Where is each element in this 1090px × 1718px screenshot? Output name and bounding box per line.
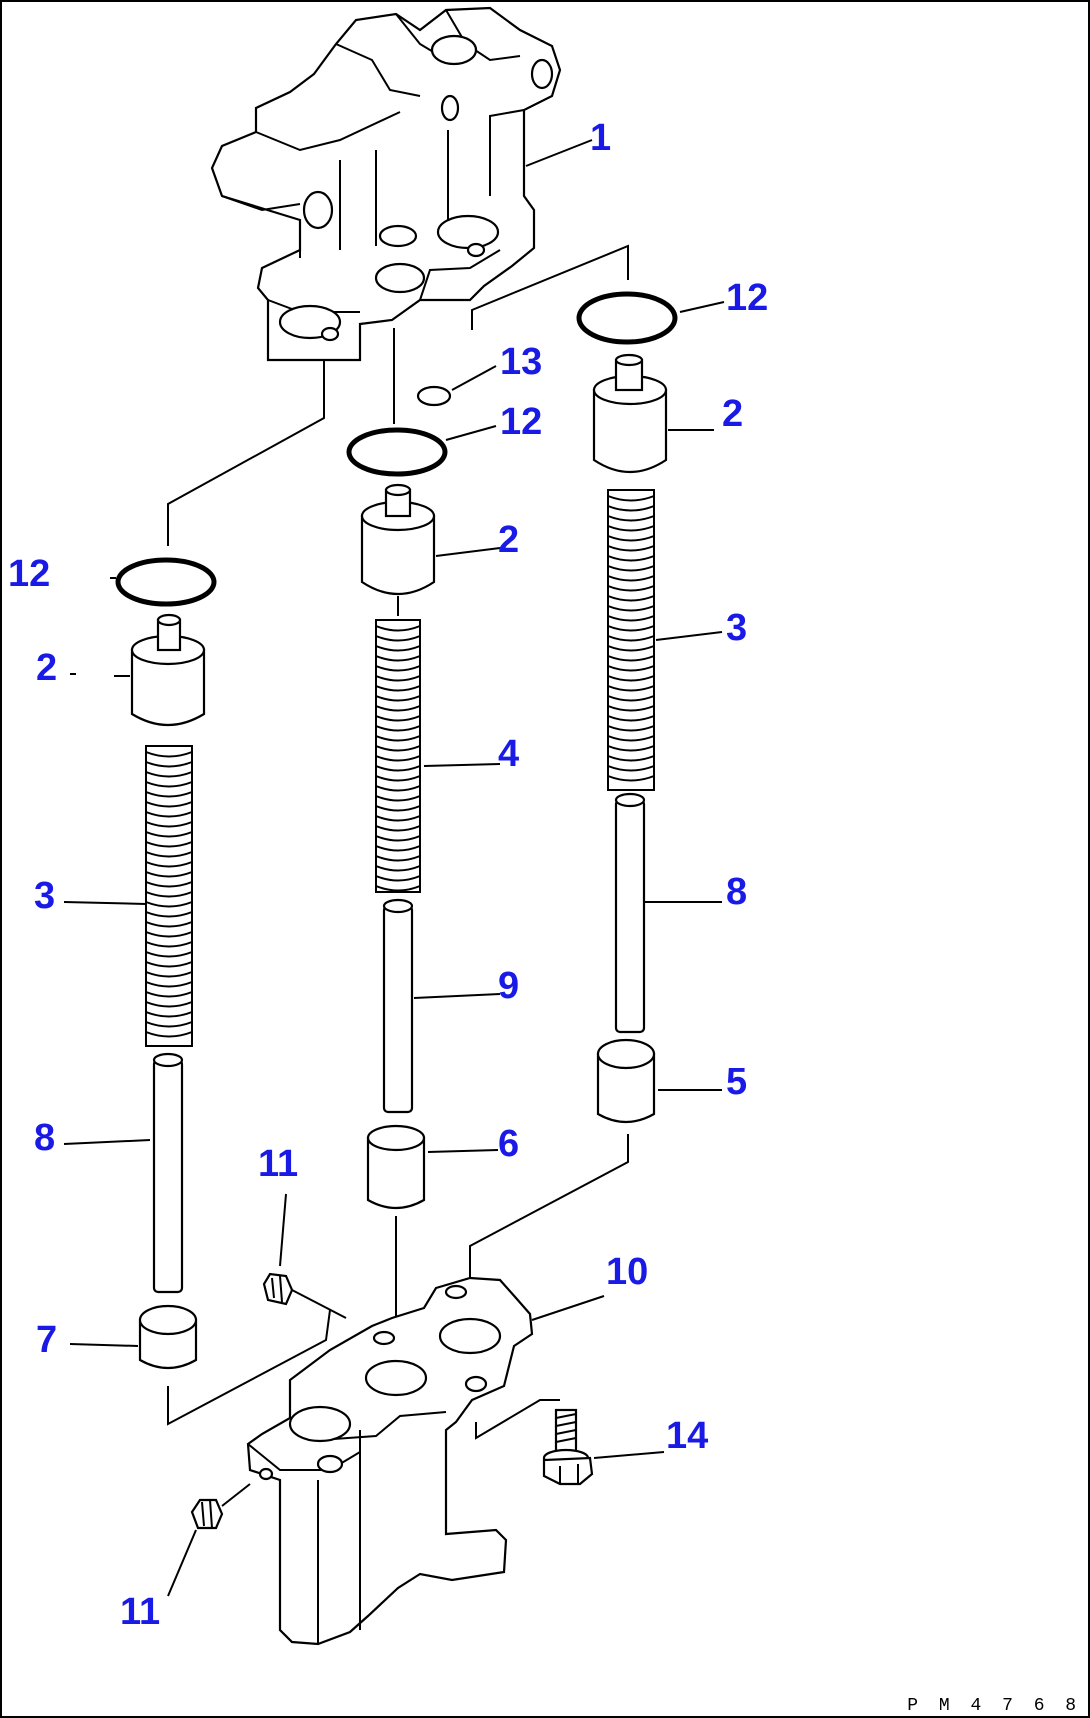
callout-2: 2 [722, 393, 743, 435]
right-stack [469, 244, 678, 1280]
callout-10: 10 [606, 1251, 648, 1293]
callout-2: 2 [36, 647, 57, 689]
callout-4: 4 [498, 733, 519, 775]
callout-2: 2 [498, 519, 519, 561]
leader-lines [63, 139, 725, 1597]
callout-14: 14 [666, 1415, 708, 1457]
plug-upper [262, 1272, 347, 1319]
callout-3: 3 [34, 875, 55, 917]
small-o-ring [416, 385, 452, 407]
bolt [542, 1408, 594, 1486]
o-ring-right [576, 291, 678, 345]
callout-9: 9 [498, 965, 519, 1007]
callout-8: 8 [726, 871, 747, 913]
lower-valve-body [246, 1276, 560, 1646]
callout-labels: 1 12 13 12 2 12 2 2 3 4 3 8 8 9 5 6 11 1… [8, 117, 768, 1633]
callout-13: 13 [500, 341, 542, 383]
upper-valve-body [210, 6, 562, 362]
drawing-code: P M 4 7 6 8 3 [907, 1696, 1090, 1716]
callout-1: 1 [590, 117, 611, 159]
callout-12: 12 [726, 277, 768, 319]
callout-3: 3 [726, 607, 747, 649]
left-stack [115, 360, 331, 1426]
middle-stack [346, 328, 452, 1350]
spring-middle [375, 619, 421, 893]
spring-right [607, 489, 655, 791]
callout-8: 8 [34, 1117, 55, 1159]
callout-11: 11 [258, 1143, 298, 1185]
spring-left [145, 745, 193, 1047]
callout-12: 12 [500, 401, 542, 443]
callout-6: 6 [498, 1123, 519, 1165]
callout-7: 7 [36, 1319, 57, 1361]
callout-12: 12 [8, 553, 50, 595]
o-ring-left [115, 557, 217, 607]
callout-5: 5 [726, 1061, 747, 1103]
o-ring-middle [346, 427, 448, 477]
plug-lower [190, 1483, 251, 1530]
callout-11: 11 [120, 1591, 160, 1633]
